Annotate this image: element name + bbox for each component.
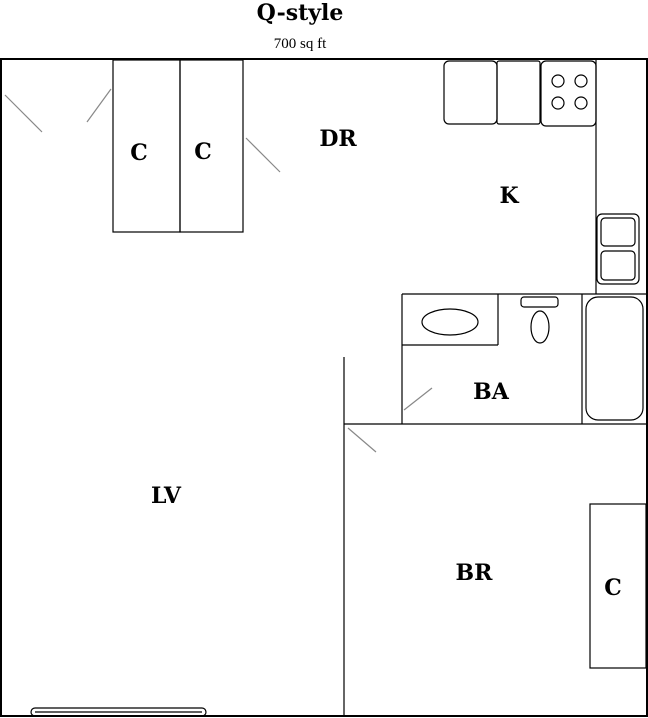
burner-icon [574,96,588,110]
toilet-tank-icon [520,296,559,308]
room-label-bath: BA [473,379,510,405]
bathtub-icon [585,296,644,421]
room-label-dining: DR [319,126,357,152]
door-swing-closet [86,88,112,123]
burner-icon [551,96,565,110]
refrigerator [443,60,498,125]
room-label-kitchen: K [499,183,519,209]
closet-right [179,59,244,233]
room-label-closet-left: C [130,140,148,166]
sink-basin-icon [600,250,636,281]
bedroom-door-swing [347,427,377,453]
room-label-living: LV [151,483,182,509]
kitchen-counter [496,60,541,125]
room-label-bedroom: BR [456,560,494,586]
plan-title: Q-style [257,0,344,26]
stove [540,60,597,127]
plan-area: 700 sq ft [274,36,327,52]
closet-bedroom [589,503,647,669]
bath-sink-icon [421,308,479,336]
burner-icon [551,74,565,88]
room-label-closet-bedroom: C [604,575,622,601]
exterior-wall [0,58,648,717]
toilet-bowl-icon [530,310,550,344]
burner-icon [574,74,588,88]
closet-door-swing [245,137,281,173]
bath-door-swing [403,387,433,411]
sink-basin-icon [600,217,636,247]
entry-door-swing [4,94,43,133]
room-label-closet-right: C [194,139,212,165]
kitchen-sink [596,213,640,285]
window-icon [30,707,207,717]
